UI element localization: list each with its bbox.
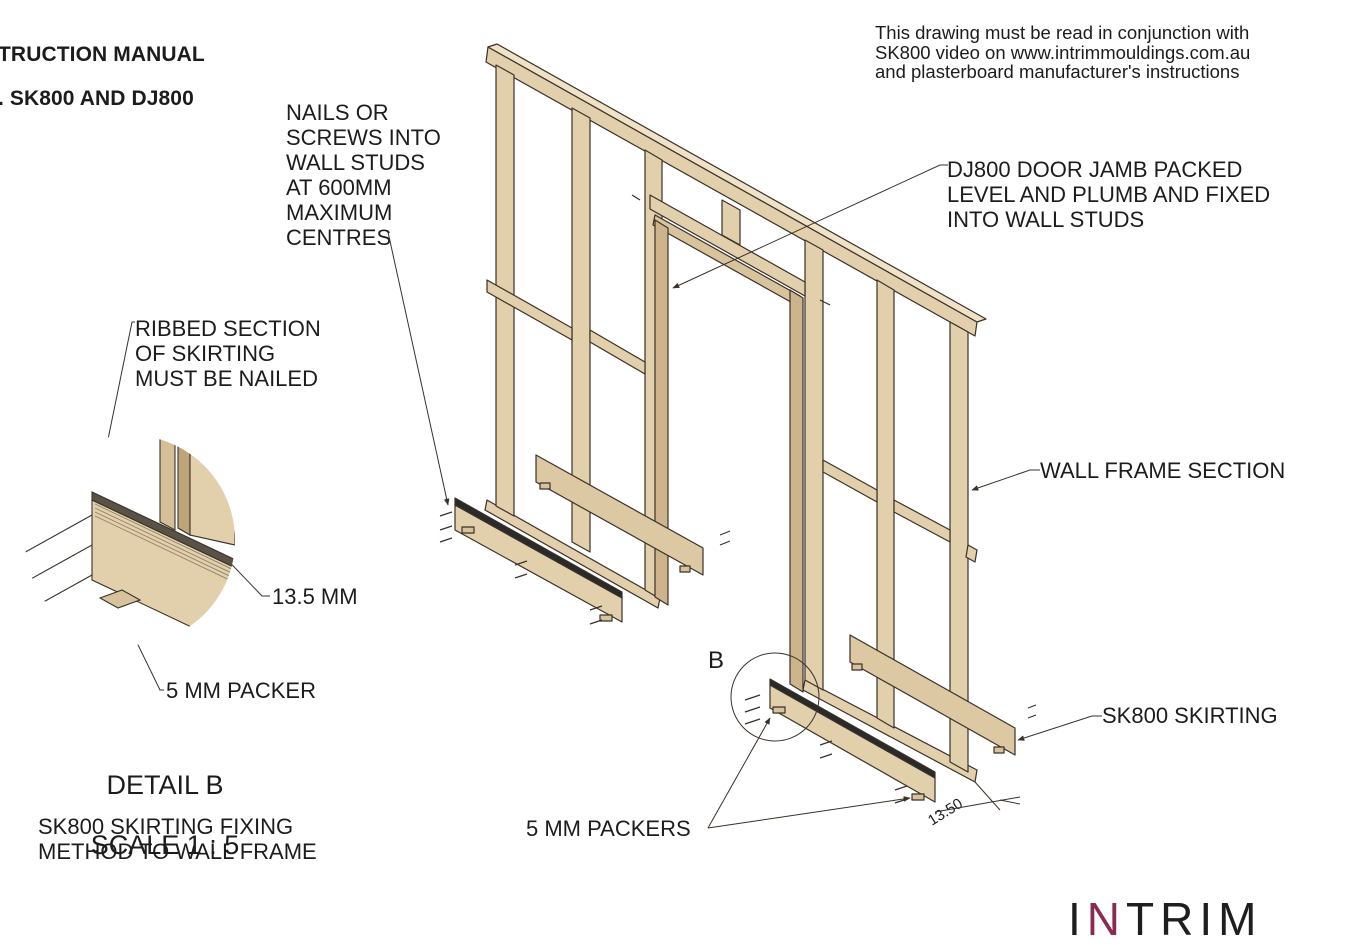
noggin-right-2 — [893, 499, 951, 543]
door-jamb-left — [654, 219, 669, 606]
detail-caption: SK800 SKIRTING FIXING METHOD TO WALL FRA… — [38, 814, 317, 864]
noggin-left-2 — [589, 329, 646, 375]
callout-nails: NAILS OR SCREWS INTO WALL STUDS AT 600MM… — [286, 100, 441, 250]
logo-letters-trim: TRIM — [1126, 893, 1263, 945]
packer — [679, 565, 691, 573]
bottom-plate-left — [484, 499, 661, 609]
manual-title-line2: . SK800 AND DJ800 — [0, 87, 194, 110]
callout-sk800-skirting: SK800 SKIRTING — [1102, 703, 1278, 728]
detail-packer — [98, 589, 142, 609]
instruction-note: This drawing must be read in conjunction… — [875, 22, 1251, 82]
skirting-right-back — [849, 634, 1016, 756]
logo-letter-i: I — [1068, 893, 1087, 945]
callout-5mm-packers: 5 MM PACKERS — [526, 816, 691, 841]
nail-marks — [439, 194, 1037, 804]
manual-title: TRUCTION MANUAL . SK800 AND DJ800 — [0, 22, 205, 132]
detail-scale: SCALE 1 : 5 — [90, 830, 240, 860]
detail-marker-b: B — [708, 647, 725, 674]
callout-13-5mm: 13.5 MM — [272, 584, 358, 609]
noggin-right-1 — [822, 459, 878, 503]
detail-b-view — [25, 435, 235, 645]
packer — [993, 746, 1005, 754]
packer — [461, 526, 475, 534]
packer — [599, 614, 613, 622]
packer — [772, 706, 786, 714]
wall-frame-drawing — [25, 43, 1102, 829]
door-jamb-right — [789, 289, 804, 693]
top-plate — [485, 46, 978, 337]
stud-4 — [804, 239, 824, 691]
packer — [851, 663, 863, 671]
callout-5mm-packer: 5 MM PACKER — [166, 678, 316, 703]
door-header — [649, 194, 806, 297]
detail-title: DETAIL B SCALE 1 : 5 — [60, 740, 270, 890]
dimension-13-50-lines — [934, 781, 1021, 813]
callout-door-jamb: DJ800 DOOR JAMB PACKED LEVEL AND PLUMB A… — [947, 157, 1271, 232]
stud-6 — [949, 321, 969, 773]
packer — [539, 482, 551, 490]
logo-letter-n: N — [1086, 893, 1127, 945]
callout-wall-frame: WALL FRAME SECTION — [1040, 458, 1286, 483]
detail-b-circle — [730, 652, 820, 742]
cripple-stud — [721, 199, 741, 246]
packer — [911, 793, 925, 801]
noggin-right-end — [965, 544, 978, 563]
callout-ribbed-section: RIBBED SECTION OF SKIRTING MUST BE NAILE… — [135, 316, 321, 391]
noggin-left-1 — [486, 279, 573, 341]
detail-b-title: DETAIL B — [106, 770, 224, 800]
stud-2 — [571, 107, 591, 553]
manual-title-line1: TRUCTION MANUAL — [0, 43, 205, 66]
skirting-left-back — [535, 454, 704, 576]
stud-5 — [876, 279, 895, 729]
